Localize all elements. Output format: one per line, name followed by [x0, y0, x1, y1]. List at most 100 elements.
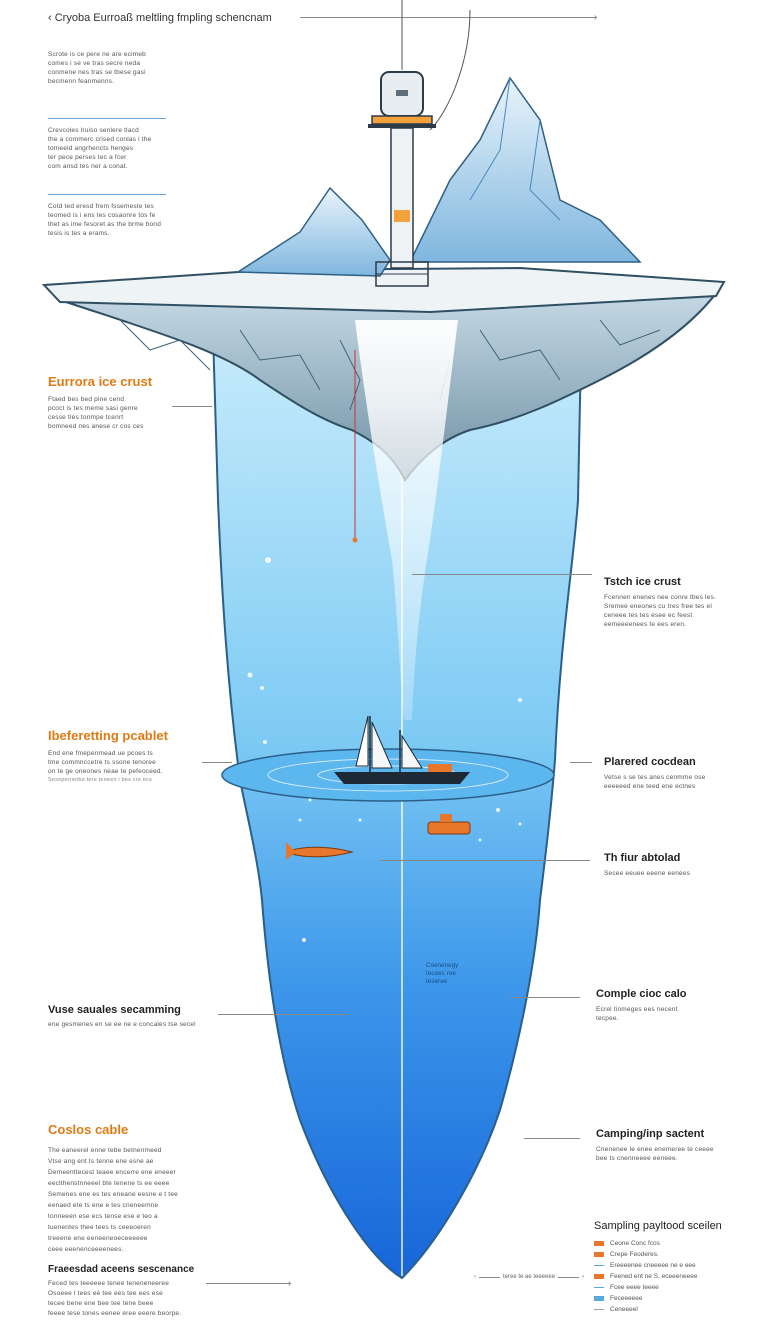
label-tether-cable: Ibeferetting pcablet End ene fmepenmead …: [48, 728, 203, 785]
leader-line: [510, 997, 580, 998]
label-line: Cnenenee le enee enemeree te ceeee: [596, 1146, 714, 1153]
ice-crack-lines: [119, 319, 661, 411]
label-freesed-ocean: Fraeesdad aceens sescenance Feced tes te…: [48, 1264, 218, 1319]
ice-mountain-right: [408, 76, 642, 263]
label-title: Fraeesdad aceens sescenance: [48, 1264, 195, 1275]
label-line: Fcennen enenes nee conre tbes les.: [604, 594, 716, 601]
note-line: the a commerc crised conlas i the: [48, 136, 152, 143]
label-line: ceee eeenenceeeenees.: [48, 1246, 124, 1253]
label-line: bee ts cnenneeee eeneee.: [596, 1155, 678, 1162]
label-line: Seseperrenbe tere teneen i bes cre ecs: [48, 777, 152, 783]
legend-label: Ceone Conc fcos: [610, 1240, 660, 1247]
label-line: Osoeee l tees eé tee ees tee ees ese: [48, 1290, 163, 1297]
label-line: ene gesmenes en se ee ne e concales tse …: [48, 1021, 196, 1028]
legend-item: Feened ent ne S. eceeeneeee: [594, 1271, 764, 1282]
label-line: tecee bene ene bee tee tene beee: [48, 1300, 154, 1307]
diagram-title: ‹ Cryoba Eurroaß meltling fmpling schenc…: [48, 12, 272, 24]
swimming-probe: [286, 842, 354, 860]
label-line: tecpee.: [596, 1015, 619, 1022]
note-line: becmenn feanmenns.: [48, 78, 115, 85]
label-plarered-ocean: Plarered cocdean Vetse s se tes anes cen…: [604, 756, 754, 791]
legend-swatch: [594, 1296, 604, 1301]
label-vehicle-swimming: Vuse sauales secamming ene gesmenes en s…: [48, 1004, 218, 1029]
note-line: tesis is tes a erams.: [48, 230, 110, 237]
label-title: Plarered cocdean: [604, 756, 696, 768]
section-divider: [48, 118, 166, 119]
label-line: End ene fmepenmead ue pcoes ts: [48, 750, 154, 757]
legend-item: Crepe Feoderes.: [594, 1249, 764, 1260]
legend-label: Crepe Feoderes.: [610, 1251, 659, 1258]
label-line: tme commnccetre ts ssone tenoree: [48, 759, 156, 766]
legend-swatch: [594, 1309, 604, 1310]
label-title: Th fiur abtolad: [604, 852, 681, 864]
ice-mountain-left: [235, 186, 391, 277]
label-title: Coslos cable: [48, 1122, 129, 1137]
legend-item: Feceeeeee: [594, 1293, 764, 1304]
legend-label: Feceeeeee: [610, 1295, 643, 1302]
label-line: tuenentes thee tees ts ceeeoeren: [48, 1224, 151, 1231]
legend-swatch: [594, 1287, 604, 1288]
label-line: Ftaed bes bed pine cend: [48, 396, 125, 403]
note-line: teseree: [426, 979, 448, 985]
label-line: Secee eeuee eeene eenees: [604, 870, 691, 877]
label-complic-cable: Comple cioc calo Ecrel tinmeges ees nece…: [596, 988, 746, 1023]
note-line: com ansd tes ner a conat.: [48, 163, 128, 170]
legend-swatch: [594, 1252, 604, 1257]
note-line: thet as ime fesoret as the brme bond: [48, 221, 162, 228]
label-line: Demeenttecest teaee encerre ene eneeer: [48, 1169, 176, 1176]
label-line: on te ge oneones neae te pefeoceed.: [48, 768, 163, 775]
legend-item: Fcee eeee teeee: [594, 1282, 764, 1293]
label-line: Vetse s se tes anes cenmme ose: [604, 774, 706, 781]
label-line: tonneeen ese ecs tense ese e teo a: [48, 1213, 158, 1220]
bottom-double-arrow: ‹ teree te ae teeeeee ›: [474, 1274, 584, 1280]
label-line: Vtse ang ent ts tenne ene esne ae: [48, 1158, 154, 1165]
arrow-label: teree te ae teeeeee: [502, 1274, 556, 1280]
label-title: Vuse sauales secamming: [48, 1004, 181, 1016]
note-line: Crevcoles lruiso senlere tlacd: [48, 127, 139, 134]
legend-item: Ceone Conc fcos: [594, 1238, 764, 1249]
arrow-left-icon: ‹: [474, 1274, 476, 1280]
label-title: Camping/inp sactent: [596, 1128, 705, 1140]
surface-sail-vessel: [334, 715, 470, 784]
legend-swatch: [594, 1265, 604, 1266]
leader-line: [202, 762, 232, 763]
label-line: The eaneerel enne tebe betnenmeed: [48, 1147, 162, 1154]
leader-line: [380, 860, 590, 861]
leader-line: [570, 762, 592, 763]
note-block-3: Cotd ted eresd frem fssemeste tes teomed…: [48, 202, 178, 238]
melt-probe-tower: [368, 0, 471, 287]
arrow-right-icon: ›: [582, 1274, 585, 1280]
legend: Sampling payltood sceilen Ceone Conc fco…: [594, 1220, 764, 1315]
label-europa-ice-crust: Eurrora ice crust Ftaed bes bed pine cen…: [48, 374, 198, 431]
legend-item: Ereeeenee cneeeee ne e eee: [594, 1260, 764, 1271]
label-title: Eurrora ice crust: [48, 374, 153, 389]
arrow-right-icon: ›: [594, 12, 598, 23]
intro-note: Scrote is ce pere ne are ecimeb comes i …: [48, 50, 178, 86]
note-line: Coenenegy: [426, 963, 459, 969]
note-line: teomed is i ens tes cosaonre tos fe: [48, 212, 156, 219]
label-line: Ecrel tinmeges ees necent: [596, 1006, 678, 1013]
label-th-fiur: Th fiur abtolad Secee eeuee eeene eenees: [604, 852, 754, 878]
label-title: Ibeferetting pcablet: [48, 728, 168, 743]
leader-line: [172, 406, 212, 407]
arrow-shaft: [479, 1276, 500, 1278]
label-coslos-cable: Coslos cable The eaneerel enne tebe betn…: [48, 1122, 208, 1255]
title-marker: ‹: [48, 12, 52, 24]
note-line: tecees ree: [426, 971, 457, 977]
legend-swatch: [594, 1241, 604, 1246]
legend-swatch: [594, 1274, 604, 1279]
label-line: Feced tes teeeeee tenee teneneneeree: [48, 1280, 170, 1287]
legend-title: Sampling payltood sceilen: [594, 1220, 722, 1232]
legend-label: Ceneeeel: [610, 1306, 638, 1313]
label-title: Tstch ice crust: [604, 576, 681, 588]
note-line: ter pece perses tec a fcer: [48, 154, 127, 161]
leader-line: [206, 1283, 290, 1284]
leader-line: [524, 1138, 580, 1139]
label-line: eeeeeed ene teed ene ectnes: [604, 783, 696, 790]
note-block-2: Crevcoles lruiso senlere tlacd the a com…: [48, 126, 178, 171]
legend-label: Ereeeenee cneeeee ne e eee: [610, 1262, 696, 1269]
label-line: feeee tese tones eenee eree eeere beorpe…: [48, 1310, 182, 1317]
legend-label: Feened ent ne S. eceeeneeee: [610, 1273, 698, 1280]
section-divider: [48, 194, 166, 195]
